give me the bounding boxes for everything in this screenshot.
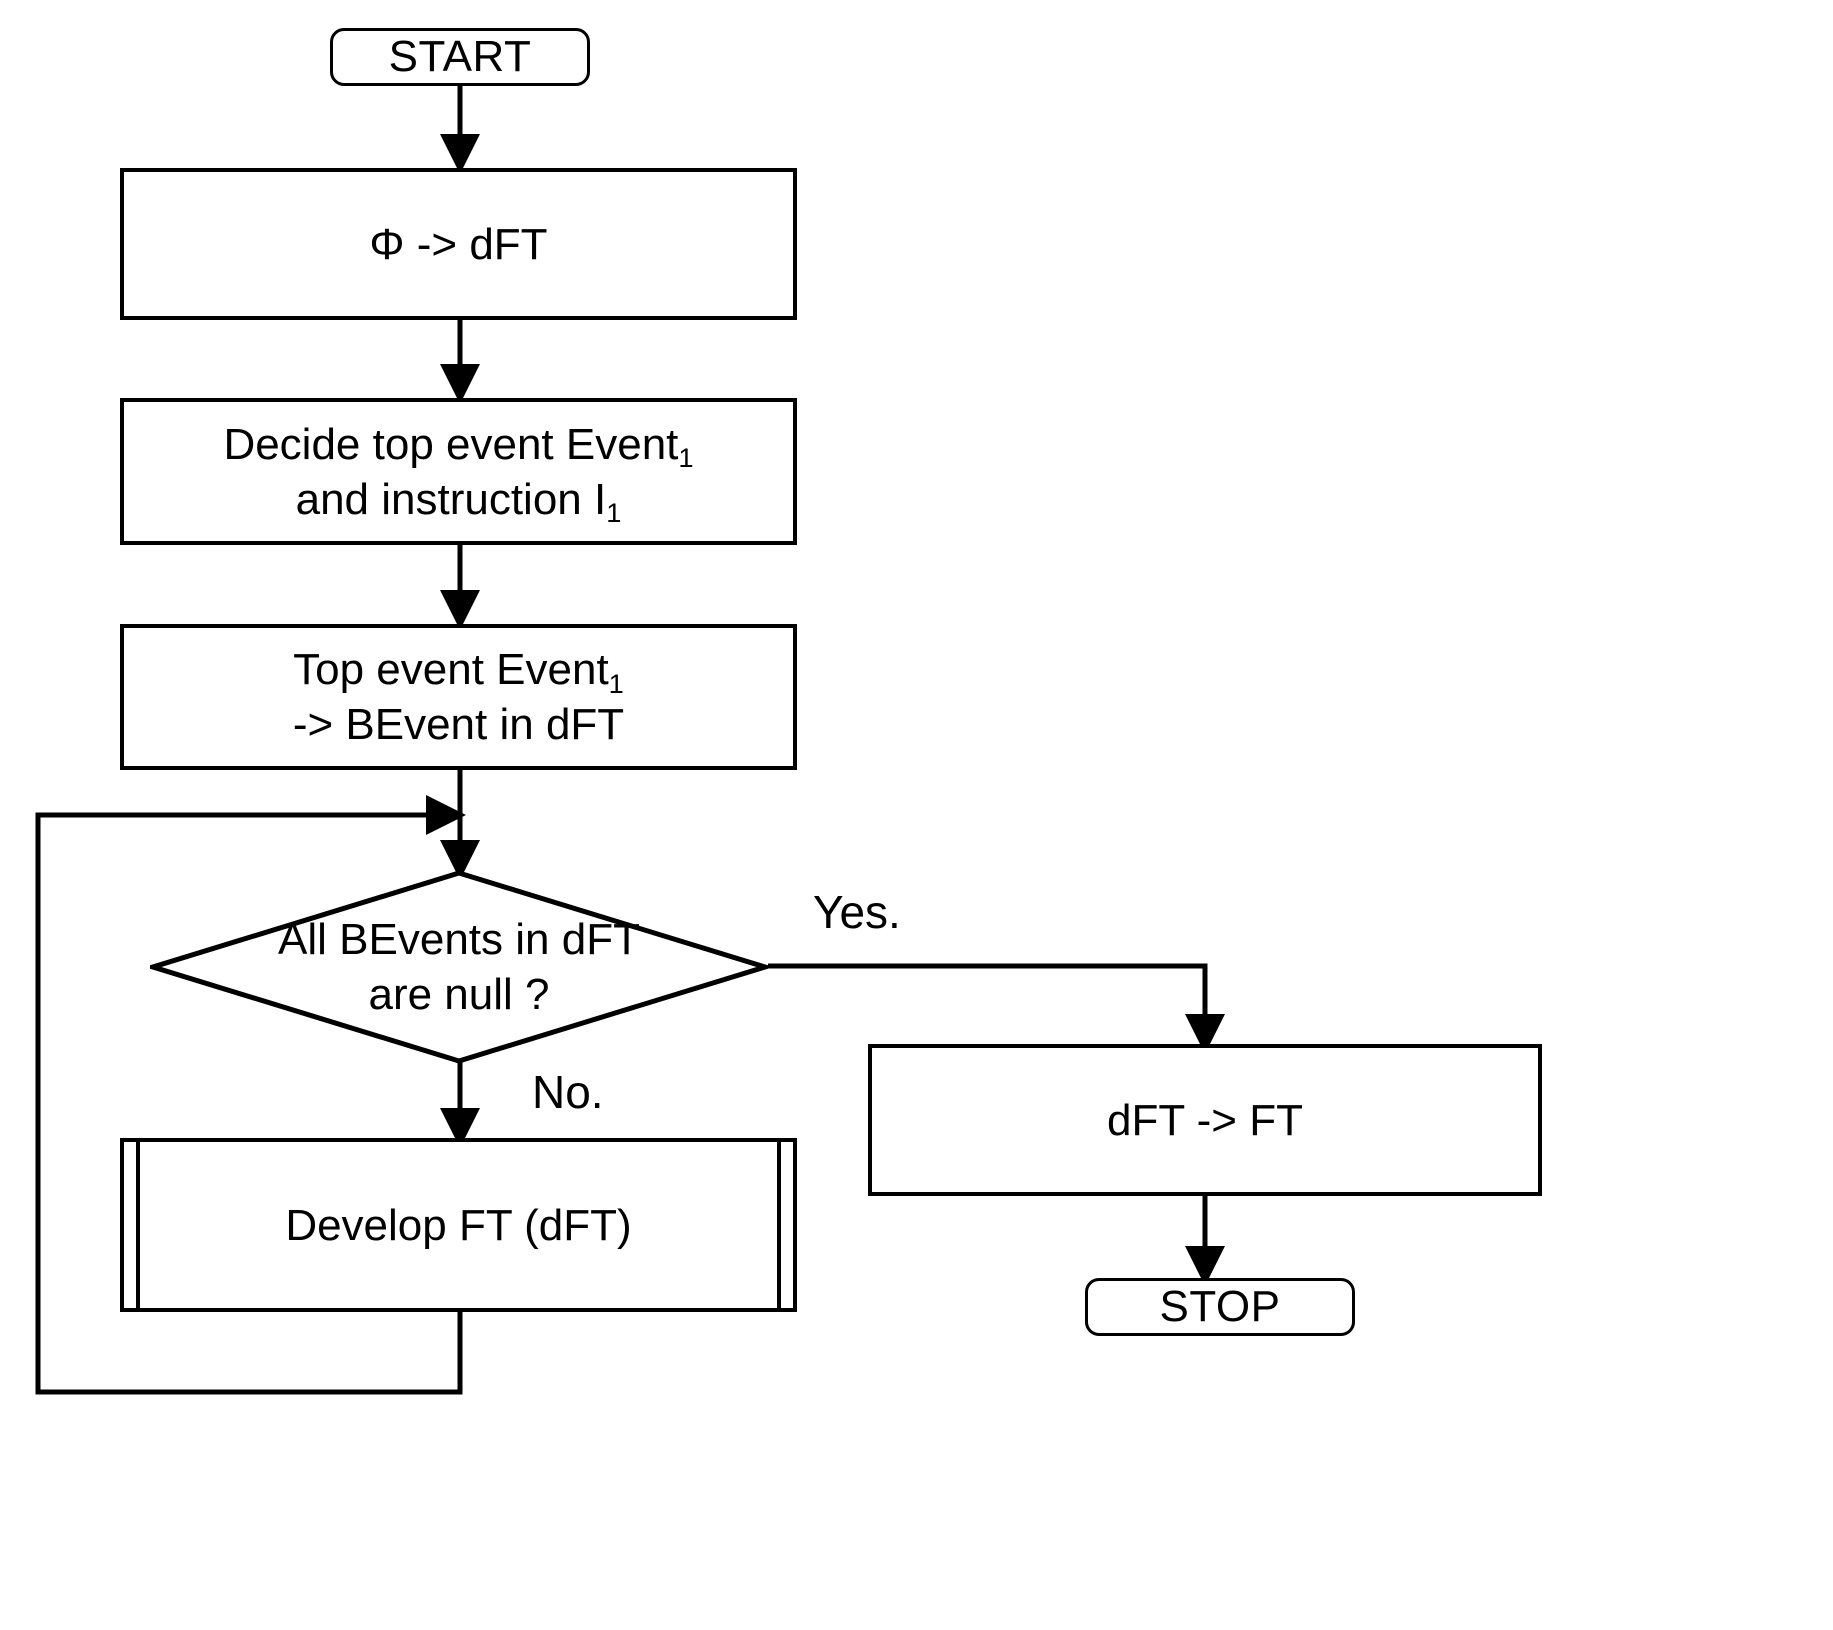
decide-line2-text: and instruction I [295, 474, 607, 524]
node-decide-top-event-label: Decide top event Event1 and instruction … [223, 417, 694, 529]
topevent-line1-subscript: 1 [608, 667, 624, 699]
decide-line1-text: Decide top event Event [223, 419, 679, 469]
edge-label-no: No. [532, 1066, 604, 1118]
node-start[interactable]: START [330, 28, 590, 86]
node-init-dft-label: Φ -> dFT [369, 219, 548, 269]
node-develop-ft-label: Develop FT (dFT) [285, 1200, 632, 1250]
node-stop[interactable]: STOP [1085, 1278, 1355, 1336]
node-decision-all-bevents-null[interactable]: All BEvents in dFT are null ? [150, 870, 768, 1064]
edge-decision-yes-to-dft-ft [768, 963, 1225, 1055]
topevent-line1-text: Top event Event [293, 645, 609, 694]
node-decide-top-event[interactable]: Decide top event Event1 and instruction … [120, 398, 797, 545]
node-top-event-to-bevent[interactable]: Top event Event1 -> BEvent in dFT [120, 624, 797, 770]
node-init-dft[interactable]: Φ -> dFT [120, 168, 797, 320]
node-dft-to-ft-label: dFT -> FT [1107, 1095, 1303, 1145]
node-start-label: START [388, 32, 532, 81]
topevent-line2-text: -> BEvent in dFT [292, 700, 625, 749]
node-develop-ft[interactable]: Develop FT (dFT) [120, 1138, 797, 1312]
decide-line2-subscript: 1 [606, 497, 622, 529]
node-top-event-to-bevent-label: Top event Event1 -> BEvent in dFT [293, 642, 624, 752]
decide-line1-subscript: 1 [678, 442, 694, 474]
node-dft-to-ft[interactable]: dFT -> FT [868, 1044, 1542, 1196]
decision-diamond-shape [150, 870, 768, 1064]
edge-label-yes: Yes. [813, 886, 901, 938]
node-stop-label: STOP [1159, 1282, 1281, 1331]
